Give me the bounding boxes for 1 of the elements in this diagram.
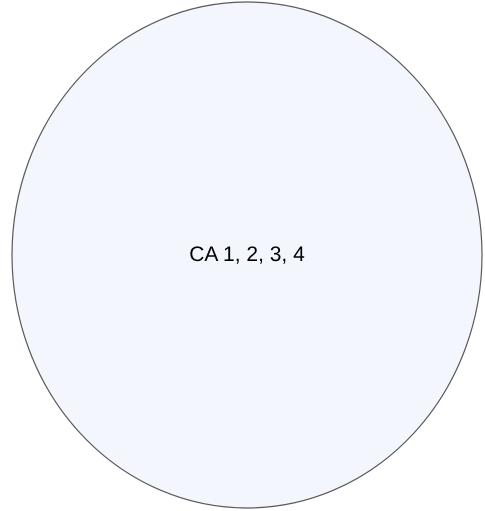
node-label: CA 1, 2, 3, 4: [189, 243, 305, 267]
